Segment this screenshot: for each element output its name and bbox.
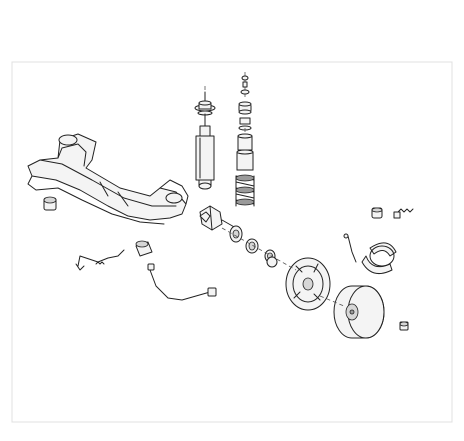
brake-backing-plate: [285, 257, 331, 311]
wheel-cylinder: [371, 207, 383, 219]
rubber-mount: [199, 211, 211, 223]
axle-beam: [27, 133, 189, 225]
coil-spring: [235, 174, 255, 207]
dust-boot: [236, 149, 254, 171]
bearing-ring: [245, 238, 259, 254]
handbrake-lever: [343, 233, 357, 263]
top-mount: [194, 91, 216, 116]
bump-stop: [237, 128, 253, 151]
spring-stack-mount: [238, 72, 252, 131]
shock-absorber: [195, 86, 215, 190]
abs-sensor-left: [75, 249, 125, 271]
abs-sensor-right: [147, 263, 217, 301]
brake-shoes: [361, 242, 397, 275]
hub-bearing: [229, 225, 243, 243]
assembly-guide-line: [221, 227, 297, 271]
axle-bushing-2: [135, 240, 153, 257]
brake-spring: [393, 208, 414, 219]
frame-border: [11, 61, 453, 423]
dust-cap: [266, 256, 278, 268]
assembly-guide-line-2: [319, 295, 345, 307]
brake-drum: [333, 285, 385, 339]
drum-nut: [399, 321, 409, 331]
axle-bushing: [43, 196, 57, 211]
